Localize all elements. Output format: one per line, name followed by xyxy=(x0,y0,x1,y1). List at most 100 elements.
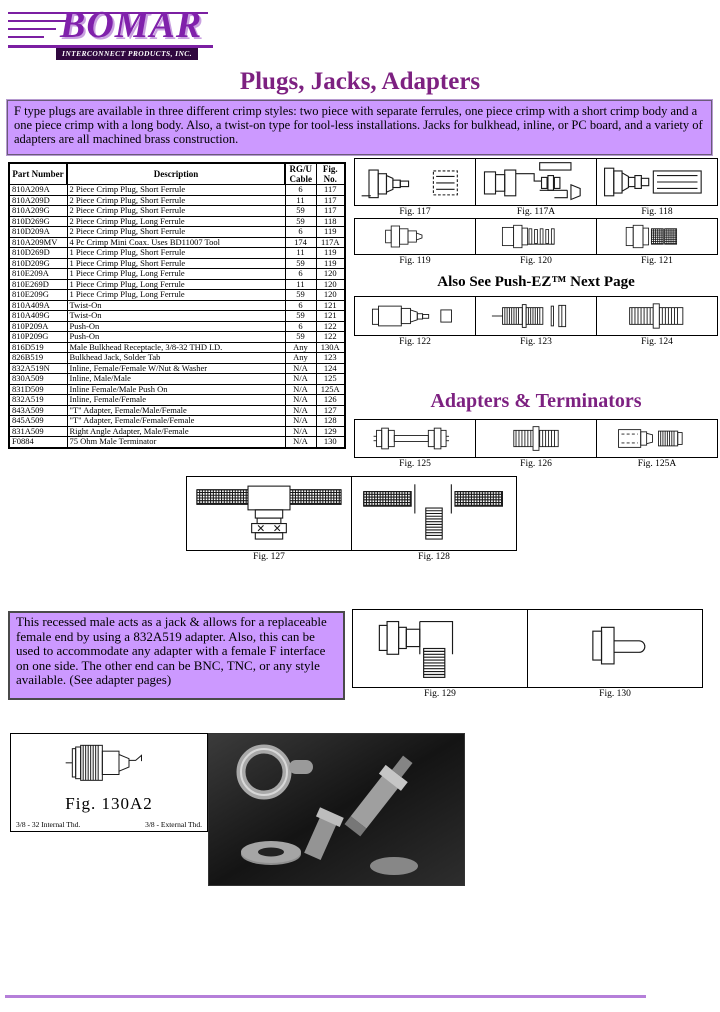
table-cell: 119 xyxy=(315,226,346,238)
figure-cell: Fig. 128 xyxy=(351,476,517,563)
figure-cell: Fig. 119 xyxy=(354,218,476,267)
figure-caption: Fig. 127 xyxy=(253,552,285,562)
logo-speedline xyxy=(8,12,208,14)
table-cell: 120 xyxy=(315,268,346,280)
table-cell: N/A xyxy=(284,436,317,448)
figure-caption: Fig. 124 xyxy=(641,337,673,347)
page-title: Plugs, Jacks, Adapters xyxy=(239,68,481,95)
connector-photo xyxy=(208,733,465,886)
figure-caption: Fig. 117A xyxy=(516,207,556,217)
table-cell: N/A xyxy=(284,373,317,385)
figure-caption: Fig. 129 xyxy=(424,689,456,699)
fig-123-drawing xyxy=(475,296,597,336)
figure-row-122-124: Fig. 122 Fig. 123 Fig. 124 xyxy=(354,296,718,348)
table-cell: 810P209A xyxy=(8,320,68,332)
table-cell: 843A509 xyxy=(8,404,68,416)
table-cell: 59 xyxy=(284,257,317,269)
table-cell: "T" Adapter, Female/Male/Female xyxy=(66,404,286,416)
table-cell: 816D519 xyxy=(8,341,68,353)
thread-note-external: 3/8 - External Thd. xyxy=(145,820,202,829)
fig-127-drawing xyxy=(186,476,352,551)
table-cell: 117 xyxy=(315,194,346,206)
figure-caption: Fig. 123 xyxy=(520,337,552,347)
table-cell: 826B519 xyxy=(8,352,68,364)
table-cell: N/A xyxy=(284,404,317,416)
column-header: RG/U Cable xyxy=(284,162,317,185)
fig-119-drawing xyxy=(354,218,476,255)
table-cell: 127 xyxy=(315,404,346,416)
figure-cell: Fig. 118 xyxy=(596,158,718,218)
logo-speedline xyxy=(8,45,213,48)
fig-130A2-caption: Fig. 130A2 xyxy=(65,793,153,813)
fig-118-drawing xyxy=(596,158,718,206)
figure-cell: Fig. 123 xyxy=(475,296,597,348)
bomar-logo: BOMAR INTERCONNECT PRODUCTS, INC. xyxy=(8,5,220,60)
table-cell: 6 xyxy=(284,299,317,311)
table-cell: Right Angle Adapter, Male/Female xyxy=(66,425,286,437)
table-cell: N/A xyxy=(284,362,317,374)
table-cell: 125A xyxy=(315,383,346,395)
table-cell: 119 xyxy=(315,247,346,259)
table-cell: 810A209MV xyxy=(8,236,68,248)
table-cell: 810E209G xyxy=(8,289,68,301)
figure-cell: Fig. 117 xyxy=(354,158,476,218)
figure-cell: Fig. 130 xyxy=(527,609,703,700)
figure-cell: Fig. 125 xyxy=(354,419,476,470)
push-ez-note: Also See Push-EZ™ Next Page xyxy=(437,274,635,290)
table-cell: 810A409G xyxy=(8,310,68,322)
table-cell: 2 Piece Crimp Plug, Long Ferrule xyxy=(66,215,286,227)
table-cell: 124 xyxy=(315,362,346,374)
figure-caption: Fig. 122 xyxy=(399,337,431,347)
table-cell: 1 Piece Crimp Plug, Long Ferrule xyxy=(66,268,286,280)
table-cell: Twist-On xyxy=(66,310,286,322)
table-cell: 6 xyxy=(284,226,317,238)
table-cell: 1 Piece Crimp Plug, Long Ferrule xyxy=(66,289,286,301)
table-cell: 6 xyxy=(284,184,317,196)
thread-note-internal: 3/8 - 32 Internal Thd. xyxy=(16,820,81,829)
table-cell: 11 xyxy=(284,247,317,259)
table-cell: 810A209A xyxy=(8,184,68,196)
fig-126-drawing xyxy=(475,419,597,458)
table-cell: N/A xyxy=(284,394,317,406)
table-cell: 119 xyxy=(315,257,346,269)
table-cell: 810D269D xyxy=(8,247,68,259)
table-cell: 11 xyxy=(284,278,317,290)
fig-117A-drawing xyxy=(475,158,597,206)
table-cell: Any xyxy=(284,352,317,364)
table-cell: 4 Pc Crimp Mini Coax. Uses BD11007 Tool xyxy=(66,236,286,248)
figure-caption: Fig. 125A xyxy=(637,459,677,469)
table-cell: 845A509 xyxy=(8,415,68,427)
table-cell: 1 Piece Crimp Plug, Short Ferrule xyxy=(66,247,286,259)
fig-120-drawing xyxy=(475,218,597,255)
table-cell: 2 Piece Crimp Plug, Short Ferrule xyxy=(66,226,286,238)
table-cell: 831D509 xyxy=(8,383,68,395)
table-cell: 832A519 xyxy=(8,394,68,406)
table-cell: F0884 xyxy=(8,436,68,448)
column-header: Part Number xyxy=(8,162,68,185)
table-cell: Bulkhead Jack, Solder Tab xyxy=(66,352,286,364)
logo-speedline xyxy=(8,36,44,38)
table-cell: 810D209G xyxy=(8,257,68,269)
table-cell: 117 xyxy=(315,205,346,217)
table-cell: 11 xyxy=(284,194,317,206)
figure-caption: Fig. 128 xyxy=(418,552,450,562)
table-cell: Push-On xyxy=(66,331,286,343)
table-cell: 1 Piece Crimp Plug, Short Ferrule xyxy=(66,257,286,269)
